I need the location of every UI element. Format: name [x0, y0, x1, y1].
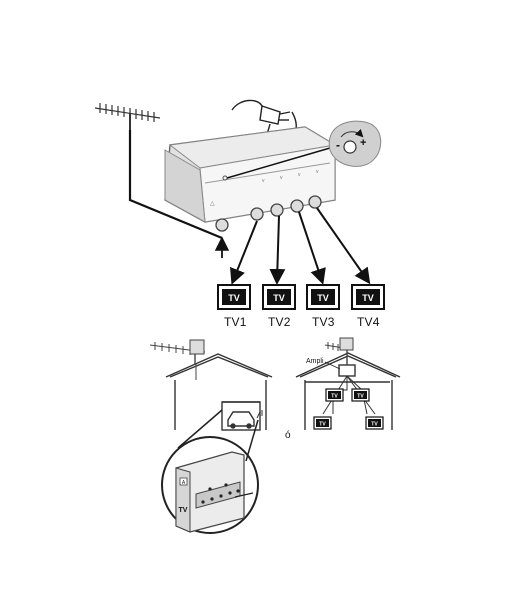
- attic-tv-2: TV: [351, 388, 370, 402]
- antenna-cable: [128, 130, 223, 240]
- tv4-caption: TV4: [357, 315, 380, 329]
- right-antenna-icon: [324, 337, 354, 365]
- amplifier-unit: v v v v △: [164, 126, 337, 223]
- attic-tv-2-text: TV: [357, 394, 364, 400]
- svg-text:v: v: [298, 172, 301, 178]
- tv3-caption: TV3: [312, 315, 335, 329]
- floor-tv-2-text: TV: [371, 422, 378, 428]
- tv-screen-1-text: TV: [228, 293, 240, 303]
- gain-knob-icon: [343, 140, 357, 154]
- floor-tv-1: TV: [313, 416, 332, 430]
- output-connectors: [215, 195, 322, 232]
- tv-screen-4: TV: [351, 284, 385, 310]
- floor-tv-1-text: TV: [319, 422, 326, 428]
- tv-screen-1: TV: [217, 284, 251, 310]
- house-left: [165, 353, 273, 431]
- tv-screen-3: TV: [306, 284, 340, 310]
- gain-knob-callout: [328, 120, 382, 167]
- cabinet-a-label: A: [182, 480, 186, 486]
- knob-minus-label: -: [336, 138, 340, 152]
- svg-text:v: v: [262, 178, 265, 184]
- knob-plus-label: +: [360, 137, 367, 149]
- attic-tv-1-text: TV: [331, 394, 338, 400]
- cabinet-tv-label: TV: [179, 507, 188, 514]
- amp-label: Ampli: [306, 358, 324, 365]
- roof-antenna-icon: [94, 103, 161, 130]
- separator-text: ó: [285, 430, 291, 441]
- tv-screen-3-text: TV: [317, 293, 329, 303]
- svg-text:v: v: [280, 175, 283, 181]
- floor-tv-2: TV: [365, 416, 384, 430]
- left-antenna-icon: [149, 339, 206, 380]
- tv-screen-2: TV: [262, 284, 296, 310]
- cabinet-zoom: A TV: [161, 409, 259, 534]
- gain-callout-line: [226, 147, 331, 179]
- tv-screen-2-text: TV: [273, 293, 285, 303]
- tv2-caption: TV2: [268, 315, 291, 329]
- output-arrows: [230, 207, 371, 285]
- attic-tv-1: TV: [325, 388, 344, 402]
- svg-text:v: v: [316, 169, 319, 175]
- svg-text:△: △: [210, 201, 215, 207]
- tv1-caption: TV1: [224, 315, 247, 329]
- tv-screen-4-text: TV: [362, 293, 374, 303]
